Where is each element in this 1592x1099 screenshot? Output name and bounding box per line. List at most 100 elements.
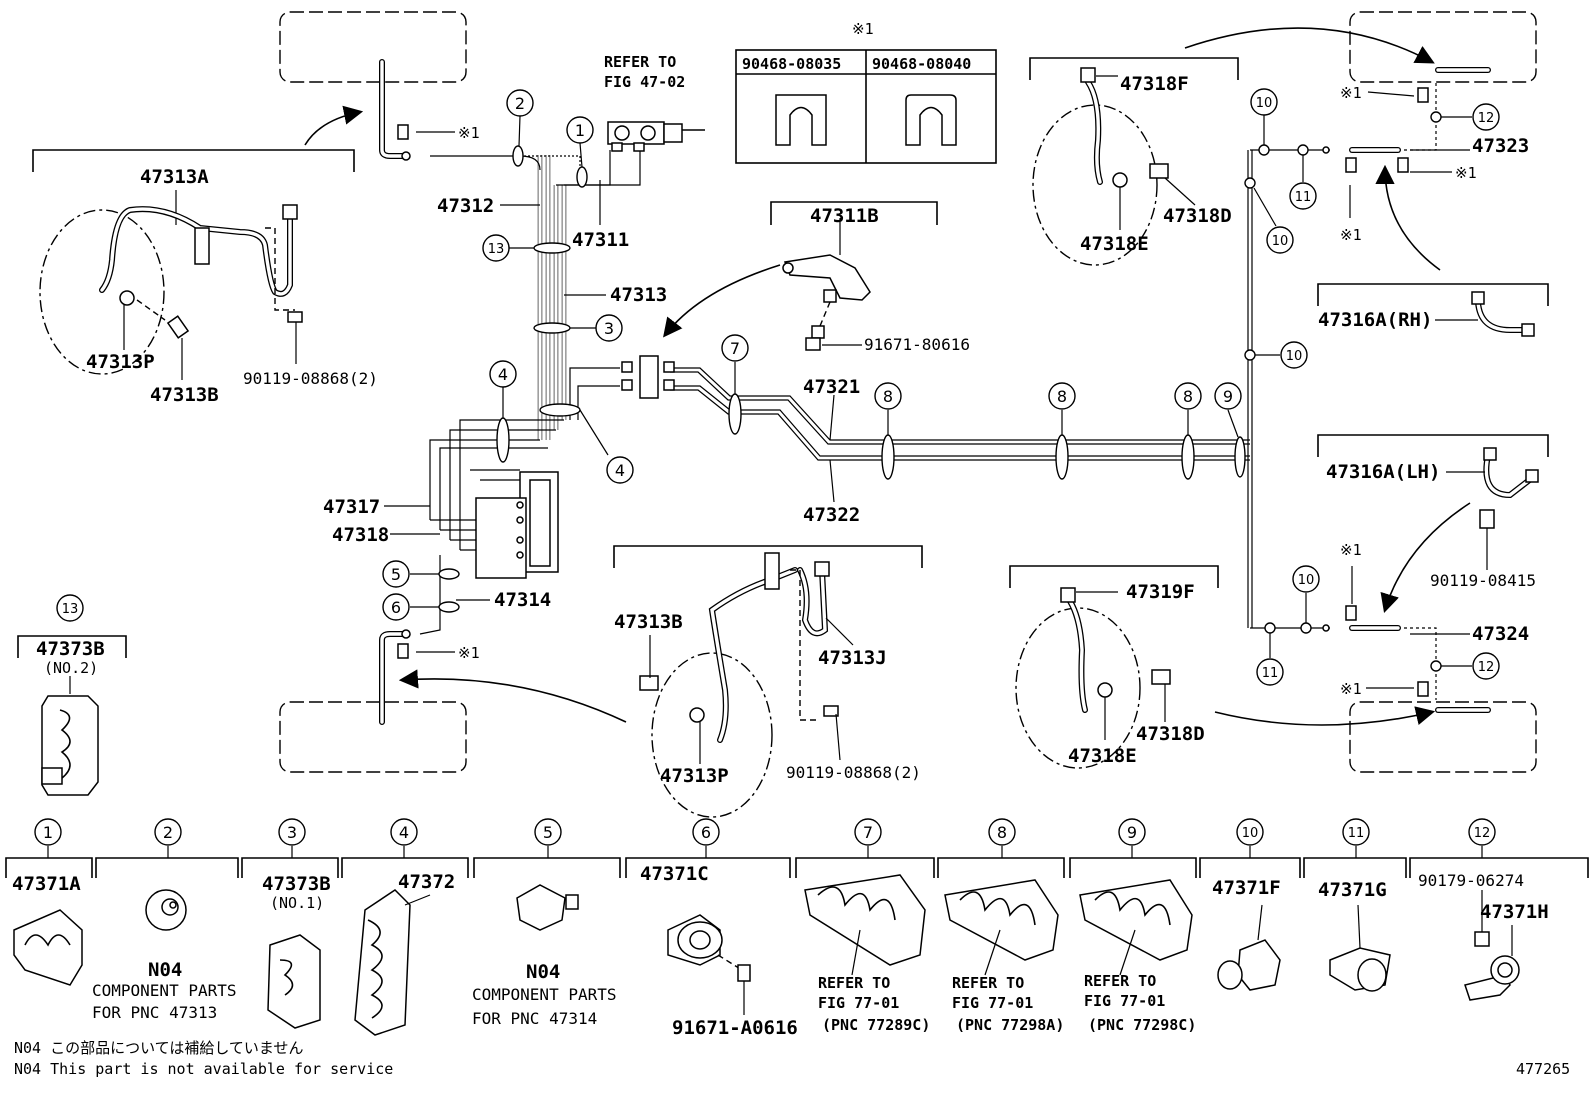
footer-en: N04 This part is not available for servi… [14, 1060, 393, 1078]
label-47318: 47318 [332, 524, 389, 546]
clip-top-right [1417, 87, 1429, 103]
callout-10a: 10 [1250, 88, 1278, 116]
svg-text:10: 10 [1242, 826, 1259, 841]
label-91671-80616: 91671-80616 [864, 335, 970, 354]
pipe-harness [419, 80, 1437, 700]
callout-1: 1 [566, 116, 594, 144]
legend-callout-7: 7 [854, 818, 882, 846]
legend-9-ref1: REFER TO [1084, 972, 1156, 990]
svg-text:1: 1 [43, 823, 53, 842]
svg-text:6: 6 [391, 598, 401, 617]
arrow-bottom-right [1214, 706, 1436, 726]
label-47313B-left: 47313B [150, 384, 219, 406]
label-47313P-left: 47313P [86, 351, 155, 373]
label-47317: 47317 [323, 496, 380, 518]
label-90119-08415: 90119-08415 [1430, 571, 1536, 590]
callout-10c: 10 [1280, 341, 1308, 369]
legend-callout-9: 9 [1118, 818, 1146, 846]
group-47313J [613, 545, 923, 818]
note-mark-bottom-left: ※1 [458, 644, 480, 662]
label-fig-47-02: FIG 47-02 [604, 73, 685, 91]
svg-text:11: 11 [1295, 190, 1312, 205]
label-47313J: 47313J [818, 647, 887, 669]
legend-7-ref1: REFER TO [818, 974, 890, 992]
svg-text:11: 11 [1262, 666, 1279, 681]
legend-9-ref3: (PNC 77298C) [1088, 1016, 1196, 1034]
group-47316A [1317, 283, 1549, 570]
svg-text:3: 3 [287, 823, 297, 842]
svg-text:8: 8 [883, 387, 893, 406]
svg-text:1: 1 [575, 121, 585, 140]
callout-2: 2 [506, 89, 534, 117]
label-no2: (NO.2) [44, 659, 98, 677]
legend-9-ref2: FIG 77-01 [1084, 992, 1165, 1010]
svg-text:10: 10 [1256, 96, 1273, 111]
label-47318D-bot: 47318D [1136, 723, 1205, 745]
callout-4a: 4 [489, 360, 517, 388]
clamp-47373B-no2 [17, 635, 127, 796]
legend-8-ref3: (PNC 77298A) [956, 1016, 1064, 1034]
label-47318E-bot: 47318E [1068, 745, 1137, 767]
body-outline-bottom-right [1349, 701, 1537, 773]
svg-text:8: 8 [997, 823, 1007, 842]
label-47311: 47311 [572, 229, 629, 251]
label-47313B-mid: 47313B [614, 611, 683, 633]
note-mark-right-2: ※1 [1455, 164, 1477, 182]
label-47312: 47312 [437, 195, 494, 217]
legend-6-bolt: 91671-A0616 [672, 1017, 798, 1039]
legend-5-note1: COMPONENT PARTS [472, 985, 617, 1004]
svg-text:6: 6 [701, 823, 711, 842]
legend-5-part: N04 [526, 961, 560, 983]
label-90119-08868-mid: 90119-08868(2) [786, 763, 921, 782]
clip-bottom-right [1417, 681, 1429, 697]
legend-12-extra: 90179-06274 [1418, 871, 1524, 890]
arrow-47311B [663, 264, 781, 338]
pipe-end-top-right [1417, 67, 1491, 103]
note-mark-right-5: ※1 [1340, 680, 1362, 698]
callout-9: 9 [1214, 382, 1242, 410]
svg-text:5: 5 [391, 565, 401, 584]
group-47318F [1029, 57, 1239, 266]
label-47373B-no2: 47373B [36, 638, 105, 660]
callout-4b: 4 [606, 456, 634, 484]
legend-6-part: 47371C [640, 863, 709, 885]
callout-3: 3 [595, 314, 623, 342]
legend-3-sub: (NO.1) [270, 894, 324, 912]
label-47323: 47323 [1472, 135, 1529, 157]
legend-part-sketches [13, 874, 1520, 1036]
callout-circles: 2 1 13 3 4 4 5 6 7 8 8 8 9 10 11 10 10 1… [34, 88, 1500, 846]
legend-10-part: 47371F [1212, 877, 1281, 899]
svg-text:3: 3 [604, 319, 614, 338]
group-47313A [32, 149, 355, 380]
label-47318E-top: 47318E [1080, 233, 1149, 255]
callout-10b: 10 [1266, 226, 1294, 254]
svg-text:9: 9 [1223, 387, 1233, 406]
shim-icon-2 [905, 94, 957, 146]
label-47318F: 47318F [1120, 73, 1189, 95]
callout-8c: 8 [1174, 382, 1202, 410]
legend-callout-3: 3 [278, 818, 306, 846]
body-outline-top-left [279, 11, 467, 83]
footer: N04 この部品については補給していません N04 This part is n… [14, 1039, 1570, 1078]
shim-icon-1 [775, 94, 827, 146]
svg-text:8: 8 [1057, 387, 1067, 406]
label-47313: 47313 [610, 284, 667, 306]
label-47311B: 47311B [810, 205, 879, 227]
svg-text:7: 7 [863, 823, 873, 842]
legend-12-part: 47371H [1480, 901, 1549, 923]
label-47316A-RH: 47316A(RH) [1318, 309, 1432, 331]
harness-clips [438, 111, 1442, 672]
table-col2: 90468-08040 [872, 55, 971, 73]
callout-12b: 12 [1472, 652, 1500, 680]
callout-13: 13 [482, 234, 510, 262]
svg-text:4: 4 [399, 823, 409, 842]
callout-11a: 11 [1289, 182, 1317, 210]
arrow-right-up [1375, 164, 1441, 271]
abs-actuator [475, 471, 559, 579]
callout-7: 7 [721, 334, 749, 362]
legend-callout-11: 11 [1342, 818, 1370, 846]
label-47313P-mid: 47313P [660, 765, 729, 787]
svg-text:13: 13 [488, 242, 505, 257]
footer-jp: N04 この部品については補給していません [14, 1039, 303, 1057]
